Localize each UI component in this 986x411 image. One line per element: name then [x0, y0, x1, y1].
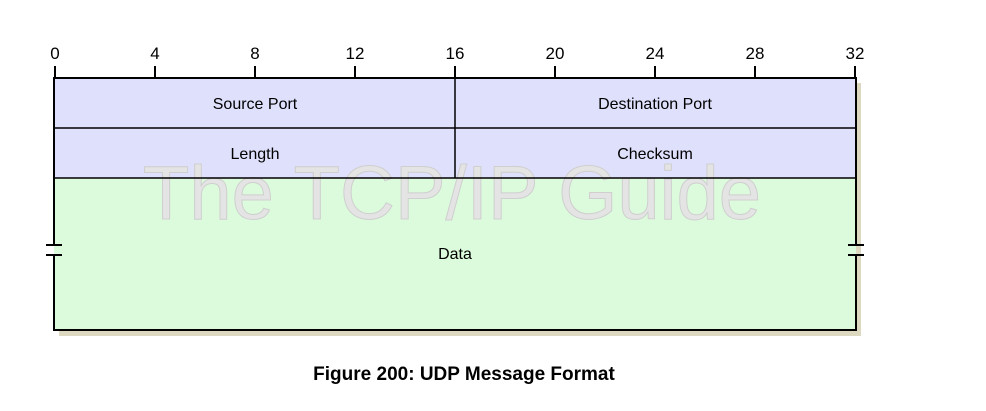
- ruler-label-16: 16: [446, 44, 465, 63]
- bit-ruler: [54, 66, 856, 78]
- field-length: Length: [231, 146, 280, 163]
- ruler-label-4: 4: [150, 44, 159, 63]
- bit-ruler-labels: 0 4 8 12 16 20 24 28 32: [50, 44, 864, 63]
- ruler-label-12: 12: [346, 44, 365, 63]
- ruler-label-8: 8: [250, 44, 259, 63]
- ruler-label-20: 20: [546, 44, 565, 63]
- data-area-bg: [54, 178, 856, 330]
- field-checksum: Checksum: [617, 146, 693, 163]
- ruler-label-28: 28: [746, 44, 765, 63]
- field-data: Data: [438, 246, 472, 263]
- field-source-port: Source Port: [213, 96, 298, 113]
- watermark-text: The TCP/IP Guide: [143, 151, 761, 236]
- ruler-label-0: 0: [50, 44, 59, 63]
- figure-caption-text: Figure 200: UDP Message Format: [313, 364, 615, 385]
- ruler-label-32: 32: [846, 44, 865, 63]
- figure-caption: Figure 200: UDP Message Format: [0, 364, 986, 386]
- ruler-label-24: 24: [646, 44, 665, 63]
- field-destination-port: Destination Port: [598, 96, 712, 113]
